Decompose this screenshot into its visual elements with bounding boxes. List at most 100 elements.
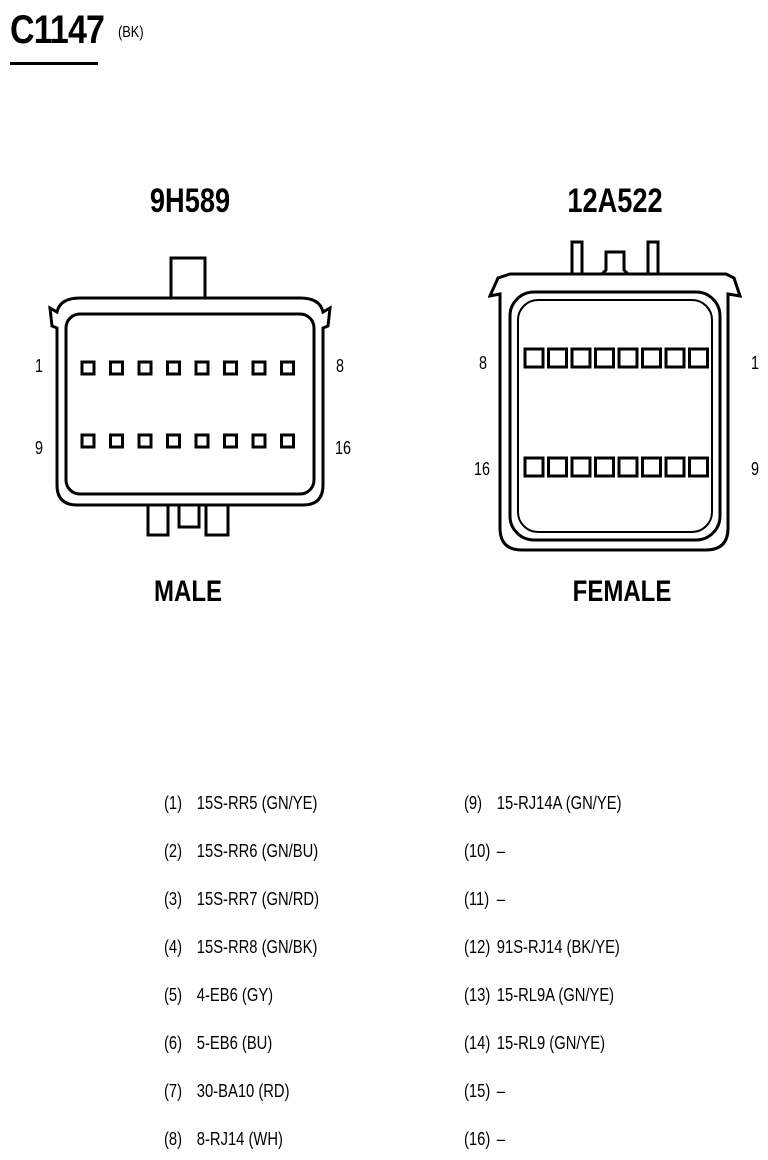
male-pin-cavity <box>280 360 295 376</box>
pinout-row: (15)– <box>464 1081 505 1102</box>
male-pin-cavity <box>223 360 238 376</box>
pinout-row: (2) 15S-RR6 (GN/BU) <box>164 841 318 862</box>
pinout-row: (7) 30-BA10 (RD) <box>164 1081 289 1102</box>
male-pin-cavity <box>80 433 96 449</box>
circuit-label: 5-EB6 (BU) <box>196 1033 273 1053</box>
circuit-label: – <box>496 1081 506 1101</box>
pin-number: (13) <box>464 985 491 1005</box>
pin-number: (12) <box>464 937 491 957</box>
circuit-label: 15S-RR5 (GN/YE) <box>196 793 318 813</box>
male-label-top-left: 1 <box>35 356 44 376</box>
pinout-row: (3)15S-RR7 (GN/RD) <box>164 889 319 910</box>
pinout-row: (13)15-RL9A (GN/YE) <box>464 985 614 1006</box>
male-pin-cavity <box>109 433 124 449</box>
female-pin-cavity <box>594 347 615 369</box>
male-pin-cavity <box>223 433 238 449</box>
male-label-bottom-left: 9 <box>35 438 44 458</box>
female-pin-cavity <box>547 456 568 478</box>
male-connector-face <box>48 256 332 537</box>
pin-number: (4) <box>164 937 183 957</box>
female-pin-cavity <box>688 456 709 478</box>
circuit-label: 4-EB6 (GY) <box>196 985 274 1005</box>
pin-number: (16) <box>464 1129 491 1149</box>
female-label-bottom-right: 9 <box>751 459 760 479</box>
pinout-row: (9)15-RJ14A (GN/YE) <box>464 793 621 814</box>
pin-number: (11) <box>464 889 490 909</box>
pinout-row: (11)– <box>464 889 505 910</box>
male-pin-cavity <box>109 360 124 376</box>
pin-number: (5) <box>164 985 183 1005</box>
female-pin-cavity <box>523 456 545 478</box>
pin-number: (3) <box>164 889 183 909</box>
pin-number: (14) <box>464 1033 491 1053</box>
female-label: FEMALE <box>572 575 672 608</box>
pinout-row: (16)– <box>464 1129 505 1150</box>
female-pin-cavity <box>664 456 686 478</box>
pinout-row: (5) 4-EB6 (GY) <box>164 985 273 1006</box>
male-label-top-right: 8 <box>336 356 345 376</box>
pinout-row: (10)– <box>464 841 505 862</box>
pin-number: (1) <box>164 793 183 813</box>
male-label: MALE <box>154 575 222 608</box>
pinout-row: (1) 15S-RR5 (GN/YE) <box>164 793 317 814</box>
female-pin-cavity <box>570 347 592 369</box>
female-pin-cavity <box>688 347 709 369</box>
male-pin-cavity <box>166 433 181 449</box>
circuit-label: 15S-RR8 (GN/BK) <box>196 937 318 957</box>
pinout-row: (12)91S-RJ14 (BK/YE) <box>464 937 620 958</box>
male-bottom-key <box>177 503 201 529</box>
male-pin-cavity <box>194 360 210 376</box>
connector-title: C1147 <box>10 8 105 52</box>
male-pin-cavity <box>194 433 210 449</box>
pinout-row: (6) 5-EB6 (BU) <box>164 1033 272 1054</box>
male-pin-cavity <box>166 360 181 376</box>
male-pin-cavity <box>137 433 153 449</box>
male-pin-cavity <box>280 433 295 449</box>
female-pin-cavity <box>570 456 592 478</box>
female-pin-cavity <box>641 456 662 478</box>
female-label-top-right: 1 <box>751 353 760 373</box>
male-pin-cavity <box>80 360 96 376</box>
male-inner-cavity <box>64 312 316 496</box>
pin-number: (8) <box>164 1129 183 1149</box>
circuit-label: 15-RJ14A (GN/YE) <box>496 793 622 813</box>
pin-number: (10) <box>464 841 491 861</box>
pinout-row: (4) 15S-RR8 (GN/BK) <box>164 937 317 958</box>
male-part-number: 9H589 <box>149 182 231 220</box>
pin-number: (15) <box>464 1081 491 1101</box>
male-pin-cavity <box>251 433 267 449</box>
circuit-label: 91S-RJ14 (BK/YE) <box>496 937 620 957</box>
connector-color-code: (BK) <box>118 24 144 41</box>
pin-number: (2) <box>164 841 183 861</box>
female-part-number: 12A522 <box>567 182 663 220</box>
male-pin-cavity <box>137 360 153 376</box>
circuit-label: – <box>496 841 506 861</box>
pin-number: (6) <box>164 1033 183 1053</box>
circuit-label: – <box>496 1129 506 1149</box>
circuit-label: 15-RL9A (GN/YE) <box>496 985 615 1005</box>
female-pin-cavity <box>641 347 662 369</box>
male-bottom-key <box>204 503 230 537</box>
female-pin-cavity <box>547 347 568 369</box>
female-pin-cavity <box>594 456 615 478</box>
circuit-label: 8-RJ14 (WH) <box>196 1129 283 1149</box>
title-underline <box>10 62 98 65</box>
female-pin-cavity <box>617 347 639 369</box>
circuit-label: 15S-RR6 (GN/BU) <box>196 841 319 861</box>
female-center-latch <box>596 250 634 278</box>
circuit-label: 30-BA10 (RD) <box>196 1081 290 1101</box>
pinout-row: (14)15-RL9 (GN/YE) <box>464 1033 605 1054</box>
circuit-label: – <box>496 889 506 909</box>
pinout-row: (8) 8-RJ14 (WH) <box>164 1129 283 1150</box>
female-pin-cavity <box>664 347 686 369</box>
female-connector-face <box>488 240 743 552</box>
female-label-top-left: 8 <box>479 353 488 373</box>
female-inner-cavity <box>517 299 713 533</box>
female-pin-cavity <box>523 347 545 369</box>
pin-number: (7) <box>164 1081 183 1101</box>
circuit-label: 15-RL9 (GN/YE) <box>496 1033 606 1053</box>
male-label-bottom-right: 16 <box>335 438 352 458</box>
male-bottom-key <box>146 503 170 537</box>
male-pin-cavity <box>251 360 267 376</box>
female-pin-cavity <box>617 456 639 478</box>
